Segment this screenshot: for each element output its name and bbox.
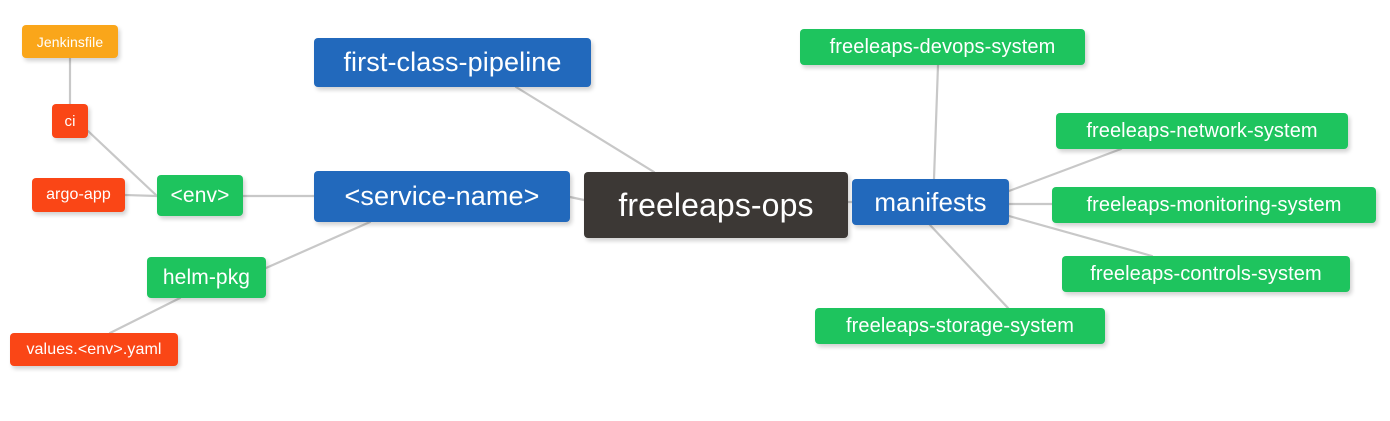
node-freeleaps-monitoring-system[interactable]: freeleaps-monitoring-system bbox=[1052, 187, 1376, 223]
node-argo-app[interactable]: argo-app bbox=[32, 178, 125, 212]
node-values-env-yaml[interactable]: values.<env>.yaml bbox=[10, 333, 178, 366]
edge-first-class-pipeline-to-freeleaps-ops bbox=[514, 85, 656, 174]
node-label-freeleaps-devops-system: freeleaps-devops-system bbox=[829, 36, 1056, 58]
node-label-argo-app: argo-app bbox=[46, 186, 111, 203]
edge-manifests-to-freeleaps-storage-system bbox=[928, 223, 1010, 310]
node-first-class-pipeline[interactable]: first-class-pipeline bbox=[314, 38, 591, 87]
node-manifests[interactable]: manifests bbox=[852, 179, 1009, 225]
node-freeleaps-devops-system[interactable]: freeleaps-devops-system bbox=[800, 29, 1085, 65]
edge-manifests-to-freeleaps-network-system bbox=[1007, 147, 1123, 193]
node-freeleaps-controls-system[interactable]: freeleaps-controls-system bbox=[1062, 256, 1350, 292]
node-label-ci: ci bbox=[64, 112, 76, 130]
edge-manifests-to-freeleaps-devops-system bbox=[932, 63, 940, 181]
node-freeleaps-network-system[interactable]: freeleaps-network-system bbox=[1056, 113, 1348, 149]
node-freeleaps-storage-system[interactable]: freeleaps-storage-system bbox=[815, 308, 1105, 344]
node-ci[interactable]: ci bbox=[52, 104, 88, 138]
node-label-env: <env> bbox=[170, 184, 230, 207]
node-label-freeleaps-monitoring-system: freeleaps-monitoring-system bbox=[1086, 194, 1342, 216]
edge-values-env-yaml-to-helm-pkg bbox=[108, 296, 182, 335]
node-helm-pkg[interactable]: helm-pkg bbox=[147, 257, 266, 298]
edge-service-name-to-freeleaps-ops bbox=[568, 195, 586, 202]
node-label-freeleaps-storage-system: freeleaps-storage-system bbox=[845, 315, 1075, 337]
node-label-freeleaps-controls-system: freeleaps-controls-system bbox=[1090, 263, 1322, 285]
node-service-name[interactable]: <service-name> bbox=[314, 171, 570, 222]
node-label-helm-pkg: helm-pkg bbox=[162, 266, 251, 289]
edge-helm-pkg-to-service-name bbox=[264, 220, 372, 270]
node-env[interactable]: <env> bbox=[157, 175, 243, 216]
node-label-first-class-pipeline: first-class-pipeline bbox=[343, 47, 562, 77]
node-freeleaps-ops[interactable]: freeleaps-ops bbox=[584, 172, 848, 238]
node-label-freeleaps-ops: freeleaps-ops bbox=[618, 187, 814, 223]
node-label-manifests: manifests bbox=[874, 187, 987, 217]
edge-argo-app-to-env bbox=[123, 193, 159, 198]
node-jenkinsfile[interactable]: Jenkinsfile bbox=[22, 25, 118, 58]
node-label-jenkinsfile: Jenkinsfile bbox=[36, 33, 104, 50]
node-label-service-name: <service-name> bbox=[344, 181, 540, 211]
node-label-freeleaps-network-system: freeleaps-network-system bbox=[1086, 120, 1318, 142]
node-label-values-env-yaml: values.<env>.yaml bbox=[26, 340, 162, 358]
